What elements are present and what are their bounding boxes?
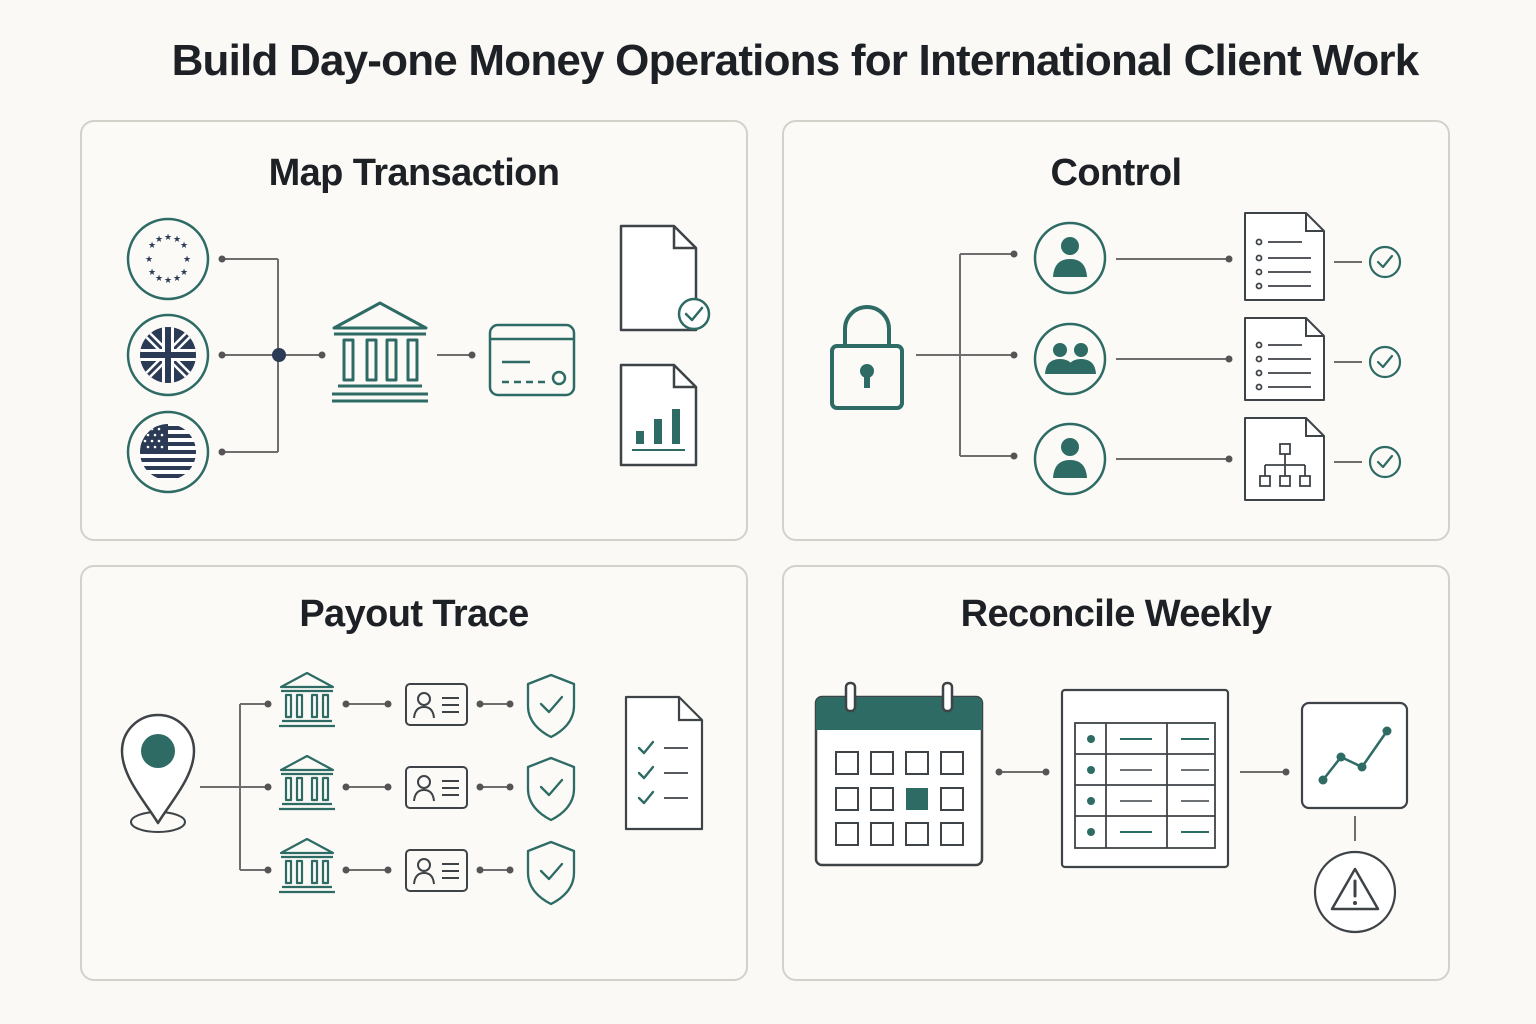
- payout-trace-diagram: [120, 671, 704, 906]
- checklist-document-icon: [1244, 212, 1325, 301]
- panel-title-control: Control: [1050, 152, 1182, 194]
- panel-control: Control: [782, 120, 1450, 541]
- svg-text:★: ★: [183, 255, 191, 265]
- lock-icon: [830, 305, 904, 410]
- svg-text:★: ★: [173, 274, 181, 284]
- map-transaction-diagram: ★★★ ★★★ ★★★ ★★★: [126, 217, 711, 494]
- user-icon: [1033, 422, 1107, 496]
- table-icon: [1060, 688, 1230, 869]
- panel-title-map-transaction: Map Transaction: [268, 152, 560, 194]
- id-card-icon: [405, 849, 468, 892]
- reconcile-weekly-diagram: [814, 681, 1409, 934]
- warning-icon: [1313, 850, 1397, 934]
- location-pin-icon: [120, 713, 196, 833]
- card-icon: [488, 323, 576, 397]
- task-list-document-icon: [624, 695, 704, 831]
- shield-check-icon: [526, 756, 576, 822]
- trend-chart-icon: [1300, 701, 1409, 810]
- check-circle-icon: [1368, 445, 1402, 479]
- svg-text:★: ★: [148, 268, 156, 278]
- report-chart-icon: [619, 363, 698, 467]
- svg-text:★: ★: [164, 233, 172, 243]
- id-card-icon: [405, 766, 468, 809]
- svg-text:★: ★: [173, 235, 181, 245]
- svg-text:★: ★: [180, 241, 188, 251]
- svg-text:★: ★: [148, 241, 156, 251]
- svg-text:★: ★: [155, 274, 163, 284]
- check-circle-icon: [1368, 245, 1402, 279]
- page-title: Build Day-one Money Operations for Inter…: [171, 36, 1420, 85]
- document-check-icon: [619, 224, 711, 332]
- shield-check-icon: [526, 673, 576, 739]
- eu-flag-icon: ★★★ ★★★ ★★★ ★★★: [126, 217, 210, 301]
- id-card-icon: [405, 683, 468, 726]
- svg-text:★: ★: [145, 255, 153, 265]
- us-flag-icon: [126, 410, 210, 494]
- svg-text:★: ★: [164, 276, 172, 286]
- panel-title-payout-trace: Payout Trace: [299, 593, 529, 635]
- bank-icon: [279, 671, 335, 728]
- calendar-icon: [814, 681, 984, 867]
- user-icon: [1033, 221, 1107, 295]
- users-icon: [1033, 322, 1107, 396]
- bank-icon: [279, 754, 335, 811]
- org-chart-document-icon: [1244, 417, 1325, 501]
- control-diagram: [830, 212, 1402, 501]
- bank-icon: [279, 837, 335, 894]
- bank-icon: [332, 301, 428, 403]
- panel-reconcile-weekly: Reconcile Weekly: [782, 565, 1450, 981]
- checklist-document-icon: [1244, 317, 1325, 401]
- panel-payout-trace: Payout Trace: [80, 565, 748, 981]
- svg-text:★: ★: [155, 235, 163, 245]
- shield-check-icon: [526, 840, 576, 906]
- uk-flag-icon: [126, 313, 210, 397]
- flag-connectors: [222, 258, 472, 453]
- panel-map-transaction: Map Transaction ★★★ ★★★ ★★★ ★★★: [80, 120, 748, 541]
- svg-text:★: ★: [180, 268, 188, 278]
- check-circle-icon: [1368, 345, 1402, 379]
- panel-title-reconcile-weekly: Reconcile Weekly: [960, 593, 1272, 635]
